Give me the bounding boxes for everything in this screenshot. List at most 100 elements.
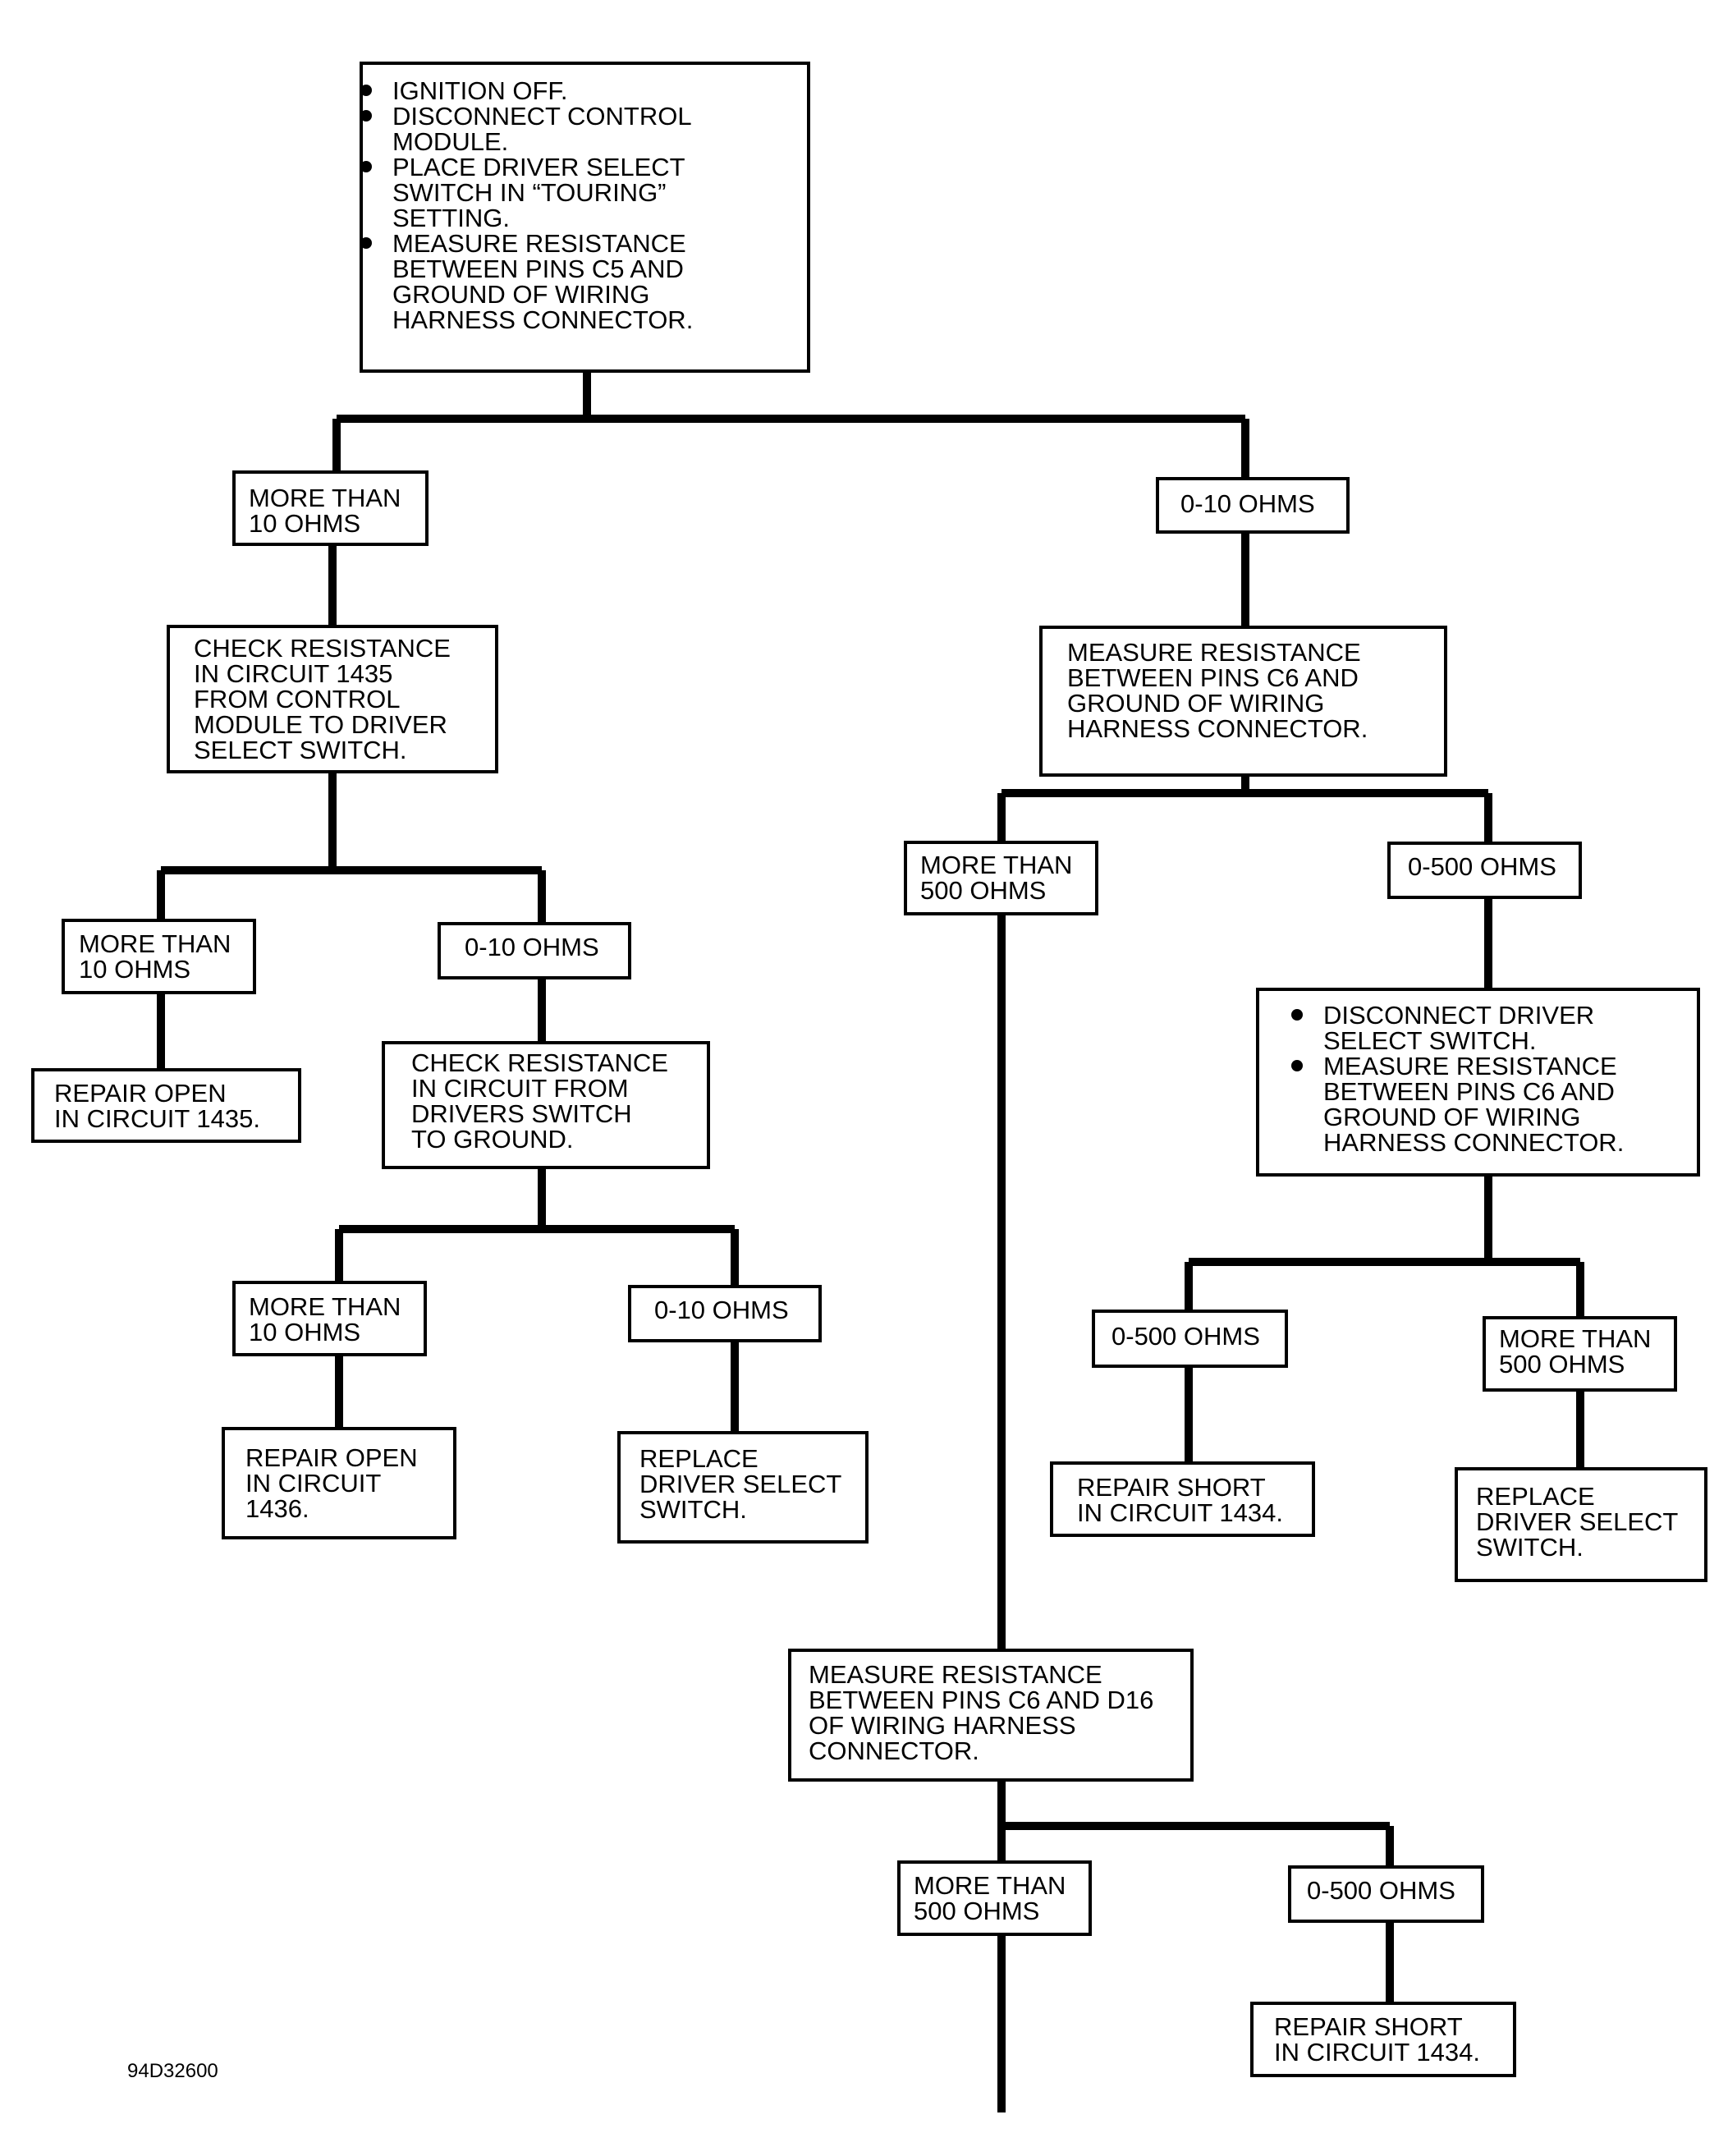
box-text-line: IN CIRCUIT FROM — [411, 1074, 629, 1103]
box-text-line: REPAIR SHORT — [1077, 1473, 1266, 1502]
figure-code: 94D32600 — [127, 2060, 218, 2082]
box-text-line: BETWEEN PINS C6 AND — [1323, 1077, 1615, 1106]
box-text-line: 10 OHMS — [249, 1318, 360, 1346]
box-text-line: REPAIR SHORT — [1274, 2012, 1463, 2041]
box-text-line: MODULE. — [392, 127, 508, 156]
box-text-line: IN CIRCUIT — [245, 1469, 381, 1498]
bullet-dot-icon — [360, 161, 372, 172]
box-frame — [232, 470, 429, 546]
box-frame — [167, 625, 498, 773]
box-text-line: DRIVER SELECT — [1476, 1507, 1678, 1536]
box-text-line: MORE THAN — [914, 1871, 1066, 1900]
box-frame — [222, 1427, 456, 1539]
box-frame — [1483, 1316, 1677, 1392]
box-text-line: IN CIRCUIT 1434. — [1077, 1498, 1283, 1527]
box-text-line: 0-10 OHMS — [465, 933, 599, 961]
box-text-line: SELECT SWITCH. — [1323, 1026, 1537, 1055]
box-frame — [382, 1041, 710, 1169]
box-text-line: 0-500 OHMS — [1408, 852, 1556, 881]
box-frame — [1092, 1310, 1288, 1368]
box-text-line: 1436. — [245, 1494, 309, 1523]
box-frame — [788, 1649, 1194, 1782]
node-c6-0-500: 0-500 OHMS — [1387, 842, 1582, 899]
box-text-line: 0-10 OHMS — [1180, 489, 1315, 518]
box-text-line: CHECK RESISTANCE — [194, 634, 451, 663]
box-frame — [360, 62, 810, 373]
box-text-line: 500 OHMS — [1499, 1350, 1625, 1378]
box-text-line: FROM CONTROL — [194, 685, 400, 713]
box-text-line: MODULE TO DRIVER — [194, 710, 447, 739]
box-text-line: 0-500 OHMS — [1112, 1322, 1260, 1351]
box-text-line: HARNESS CONNECTOR. — [1323, 1128, 1624, 1157]
box-frame — [1256, 988, 1700, 1177]
box-text-line: DISCONNECT CONTROL — [392, 102, 692, 131]
box-text-line: GROUND OF WIRING — [1067, 689, 1324, 718]
box-text-line: MORE THAN — [1499, 1324, 1651, 1353]
box-text-line: DRIVERS SWITCH — [411, 1099, 632, 1128]
box-frame — [628, 1285, 822, 1342]
box-text-line: 0-500 OHMS — [1307, 1876, 1455, 1905]
box-text-line: CHECK RESISTANCE — [411, 1048, 668, 1077]
box-frame — [438, 922, 631, 979]
box-text-line: MORE THAN — [920, 851, 1072, 879]
node-d16-0-500: 0-500 OHMS — [1288, 1865, 1484, 1923]
box-text-line: MEASURE RESISTANCE — [809, 1660, 1102, 1689]
box-frame — [1455, 1467, 1707, 1582]
box-text-line: SWITCH. — [1476, 1533, 1584, 1562]
box-text-line: MORE THAN — [249, 484, 401, 512]
box-text-line: 500 OHMS — [914, 1897, 1039, 1925]
box-text-line: REPAIR OPEN — [245, 1443, 418, 1472]
box-text-line: TO GROUND. — [411, 1125, 574, 1154]
box-text-line: BETWEEN PINS C5 AND — [392, 255, 684, 283]
flowchart-boxes: IGNITION OFF.DISCONNECT CONTROLMODULE.PL… — [31, 62, 1707, 2077]
bullet-dot-icon — [360, 110, 372, 122]
box-text-line: GROUND OF WIRING — [1323, 1103, 1580, 1131]
box-text-line: 500 OHMS — [920, 876, 1046, 905]
connectors — [157, 371, 1584, 2112]
box-frame — [897, 1860, 1092, 1936]
box-frame — [904, 841, 1098, 915]
box-frame — [1156, 477, 1350, 534]
node-ds-0-500: 0-500 OHMS — [1092, 1310, 1288, 1368]
box-text-line: SETTING. — [392, 204, 510, 232]
box-text-line: BETWEEN PINS C6 AND — [1067, 663, 1359, 692]
box-text-line: MEASURE RESISTANCE — [392, 229, 686, 258]
box-frame — [1387, 842, 1582, 899]
bullet-dot-icon — [360, 85, 372, 96]
node-c1435-0-10: 0-10 OHMS — [438, 922, 631, 979]
bullet-dot-icon — [360, 237, 372, 249]
node-c5-0-10: 0-10 OHMS — [1156, 477, 1350, 534]
box-text-line: CONNECTOR. — [809, 1736, 979, 1765]
box-text-line: MEASURE RESISTANCE — [1323, 1052, 1617, 1080]
box-frame — [31, 1068, 301, 1143]
box-text-line: BETWEEN PINS C6 AND D16 — [809, 1686, 1153, 1714]
box-text-line: IN CIRCUIT 1434. — [1274, 2038, 1480, 2067]
box-text-line: REPAIR OPEN — [54, 1079, 227, 1108]
box-text-line: MORE THAN — [249, 1292, 401, 1321]
box-text-line: OF WIRING HARNESS — [809, 1711, 1076, 1740]
bullet-dot-icon — [1291, 1060, 1303, 1071]
box-text-line: HARNESS CONNECTOR. — [1067, 714, 1368, 743]
box-text-line: REPLACE — [639, 1444, 759, 1473]
box-text-line: MORE THAN — [79, 929, 231, 958]
box-frame — [62, 919, 256, 994]
node-gnd-0-10: 0-10 OHMS — [628, 1285, 822, 1342]
box-text-line: HARNESS CONNECTOR. — [392, 305, 693, 334]
box-frame — [1250, 2002, 1516, 2077]
box-text-line: 10 OHMS — [79, 955, 190, 984]
